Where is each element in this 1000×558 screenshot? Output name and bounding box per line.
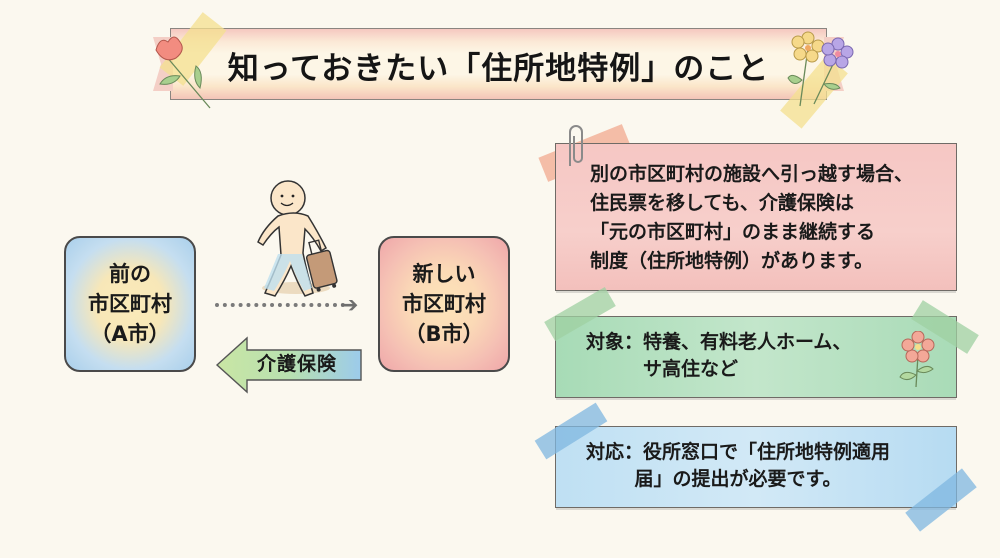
description-text: 別の市区町村の施設へ引っ越す場合、 住民票を移しても、介護保険は 「元の市区町村… [590, 163, 914, 272]
title-banner: 知っておきたい「住所地特例」のこと [170, 28, 827, 100]
page-title: 知っておきたい「住所地特例」のこと [227, 51, 770, 87]
city-b-line1: 新しい [412, 262, 476, 286]
city-a-line2: 市区町村 [88, 292, 172, 316]
info-card-target: 対象：特養、有料老人ホーム、 サ高住など [555, 316, 957, 398]
procedure-text: 対応：役所窓口で「住所地特例適用 届」の提出が必要です。 [586, 441, 891, 490]
city-a-box: 前の 市区町村 （A市） [64, 236, 196, 372]
flower-icon [899, 331, 935, 388]
info-card-description: 別の市区町村の施設へ引っ越す場合、 住民票を移しても、介護保険は 「元の市区町村… [555, 143, 957, 291]
city-a-line3: （A市） [90, 322, 170, 346]
paperclip-icon [569, 125, 583, 166]
insurance-arrow: 介護保険 [215, 336, 363, 394]
city-b-line2: 市区町村 [402, 292, 486, 316]
walking-person-icon [257, 180, 338, 297]
arrow-right-icon: ➔ [340, 293, 359, 318]
insurance-label: 介護保険 [257, 353, 338, 375]
city-a-line1: 前の [109, 262, 151, 286]
flowers-icon [787, 31, 854, 107]
flower-icon [155, 36, 211, 109]
arrow-left-icon [215, 336, 362, 394]
city-b-box: 新しい 市区町村 （B市） [378, 236, 510, 372]
move-dotted-arrow [215, 303, 345, 307]
info-card-procedure: 対応：役所窓口で「住所地特例適用 届」の提出が必要です。 [555, 426, 957, 508]
city-b-line3: （B市） [404, 322, 484, 346]
target-text: 対象：特養、有料老人ホーム、 サ高住など [586, 331, 852, 380]
